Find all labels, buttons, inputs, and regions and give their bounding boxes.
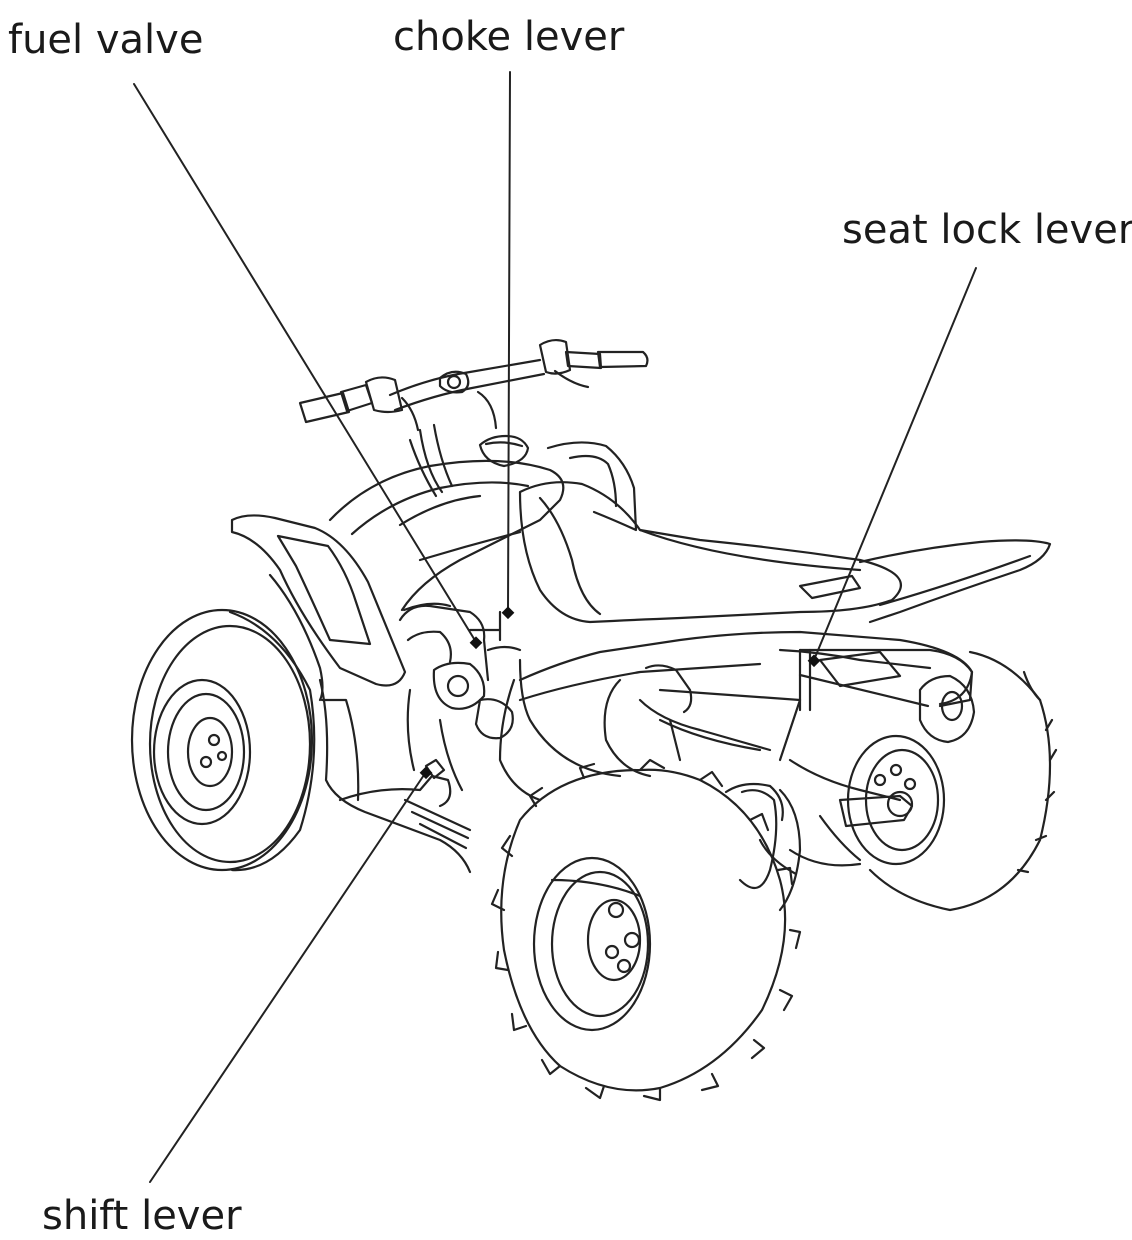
label-choke-lever: choke lever	[393, 17, 624, 57]
leader-fuel-valve	[134, 84, 476, 642]
rear-right-wheel	[848, 652, 1056, 910]
rear-axle	[790, 792, 912, 865]
leader-choke-lever	[508, 72, 510, 612]
rear-rack	[800, 650, 972, 710]
rear-suspension	[605, 665, 900, 910]
front-fender-right	[548, 442, 636, 530]
seat	[520, 482, 901, 622]
label-seat-lock-lever: seat lock lever	[842, 210, 1132, 250]
muffler	[920, 676, 974, 742]
front-fender-left	[232, 515, 405, 700]
rear-fender	[860, 540, 1050, 622]
front-right-wheel	[492, 760, 800, 1100]
label-fuel-valve: fuel valve	[8, 20, 203, 60]
marker-fuel-valve	[470, 636, 483, 649]
atv-illustration	[132, 340, 1056, 1100]
leader-shift-lever	[150, 772, 426, 1182]
handlebar	[300, 340, 647, 496]
label-shift-lever: shift lever	[42, 1196, 242, 1236]
marker-choke-lever	[502, 606, 515, 619]
front-left-wheel	[132, 610, 314, 870]
